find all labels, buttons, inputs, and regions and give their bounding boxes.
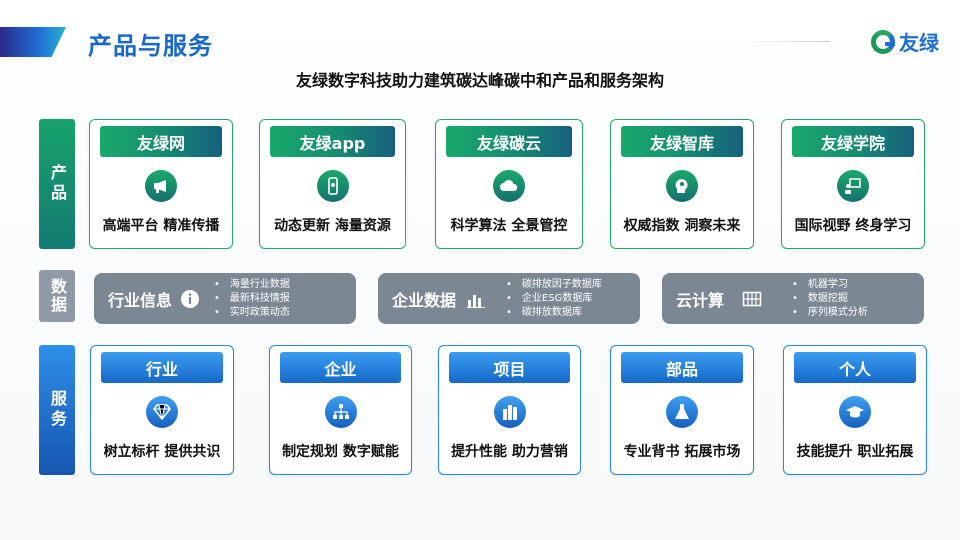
grid-chart-icon — [742, 289, 762, 309]
service-card-title: 企业 — [280, 352, 401, 383]
header-divider — [740, 41, 830, 42]
service-card-desc: 制定规划 数字赋能 — [282, 444, 399, 460]
list-item: 碳排放因子数据库 — [506, 278, 602, 292]
service-card-title: 个人 — [794, 352, 916, 383]
brand-logo: 友绿 — [871, 27, 939, 56]
list-item: 序列模式分析 — [792, 306, 868, 320]
org-chart-icon — [324, 396, 357, 428]
product-card[interactable]: 友绿智库 权威指数 洞察未来 — [610, 119, 754, 249]
service-card-desc: 技能提升 职业拓展 — [796, 444, 914, 460]
product-card-title: 友绿智库 — [621, 126, 743, 157]
row-label-data: 数据 — [39, 270, 75, 322]
logo-text: 友绿 — [899, 31, 939, 55]
service-card-desc: 提升性能 助力营销 — [451, 444, 568, 460]
cloud-icon — [493, 170, 525, 202]
product-card[interactable]: 友绿网 高端平台 精准传播 — [89, 119, 233, 249]
graduation-cap-icon — [839, 396, 871, 428]
brain-icon — [666, 170, 698, 202]
page-title: 产品与服务 — [88, 32, 213, 60]
list-item: 机器学习 — [792, 278, 868, 292]
info-icon — [180, 289, 200, 309]
service-card-desc: 树立标杆 提供共识 — [103, 444, 221, 460]
product-card-desc: 权威指数 洞察未来 — [623, 218, 741, 234]
megaphone-icon — [145, 170, 177, 202]
product-card-desc: 高端平台 精准传播 — [102, 218, 220, 234]
data-block-items: 机器学习 数据挖掘 序列模式分析 — [792, 278, 868, 320]
diamond-icon — [146, 396, 178, 428]
row-label-service: 服务 — [39, 345, 75, 475]
product-card[interactable]: 友绿学院 国际视野 终身学习 — [781, 119, 925, 249]
product-card-title: 友绿网 — [100, 126, 222, 157]
header-accent-band — [0, 27, 66, 57]
bar-chart-icon — [466, 289, 486, 309]
data-block-name: 行业信息 — [108, 291, 173, 310]
service-card[interactable]: 个人 技能提升 职业拓展 — [783, 345, 927, 475]
product-card[interactable]: 友绿碳云 科学算法 全景管控 — [435, 119, 583, 249]
data-block-name: 企业数据 — [392, 291, 457, 310]
data-block-cloud[interactable]: 云计算 机器学习 数据挖掘 序列模式分析 — [662, 273, 924, 324]
row-label-product: 产品 — [39, 119, 75, 249]
service-card-title: 部品 — [621, 352, 743, 383]
classroom-icon — [837, 170, 869, 202]
product-card-desc: 动态更新 海量资源 — [274, 218, 391, 234]
product-card-title: 友绿碳云 — [446, 126, 572, 157]
service-card[interactable]: 企业 制定规划 数字赋能 — [269, 345, 412, 475]
list-item: 最新科技情报 — [214, 292, 290, 306]
product-card-desc: 国际视野 终身学习 — [794, 218, 912, 234]
list-item: 碳排放数据库 — [506, 306, 602, 320]
list-item: 实时政策动态 — [214, 306, 290, 320]
product-card-title: 友绿学院 — [792, 126, 914, 157]
mobile-app-icon — [316, 170, 349, 202]
data-block-items: 碳排放因子数据库 企业ESG数据库 碳排放数据库 — [506, 278, 602, 320]
data-block-items: 海量行业数据 最新科技情报 实时政策动态 — [214, 278, 290, 320]
data-block-enterprise[interactable]: 企业数据 碳排放因子数据库 企业ESG数据库 碳排放数据库 — [378, 273, 640, 324]
logo-g-icon — [871, 29, 895, 54]
product-card-desc: 科学算法 全景管控 — [450, 218, 568, 234]
service-card-title: 项目 — [449, 352, 570, 383]
product-card[interactable]: 友绿app 动态更新 海量资源 — [259, 119, 406, 249]
data-block-name: 云计算 — [676, 291, 725, 310]
list-item: 海量行业数据 — [214, 278, 290, 292]
service-card[interactable]: 部品 专业背书 拓展市场 — [610, 345, 754, 475]
list-item: 数据挖掘 — [792, 292, 868, 306]
service-card-title: 行业 — [101, 352, 223, 383]
flask-icon — [666, 396, 698, 428]
service-card[interactable]: 行业 树立标杆 提供共识 — [90, 345, 234, 475]
building-icon — [493, 396, 526, 428]
list-item: 企业ESG数据库 — [506, 292, 602, 306]
service-card[interactable]: 项目 提升性能 助力营销 — [438, 345, 581, 475]
service-card-desc: 专业背书 拓展市场 — [623, 444, 741, 460]
product-card-title: 友绿app — [270, 126, 395, 157]
data-block-industry[interactable]: 行业信息 海量行业数据 最新科技情报 实时政策动态 — [94, 273, 356, 324]
page-subtitle: 友绿数字科技助力建筑碳达峰碳中和产品和服务架构 — [295, 71, 664, 90]
